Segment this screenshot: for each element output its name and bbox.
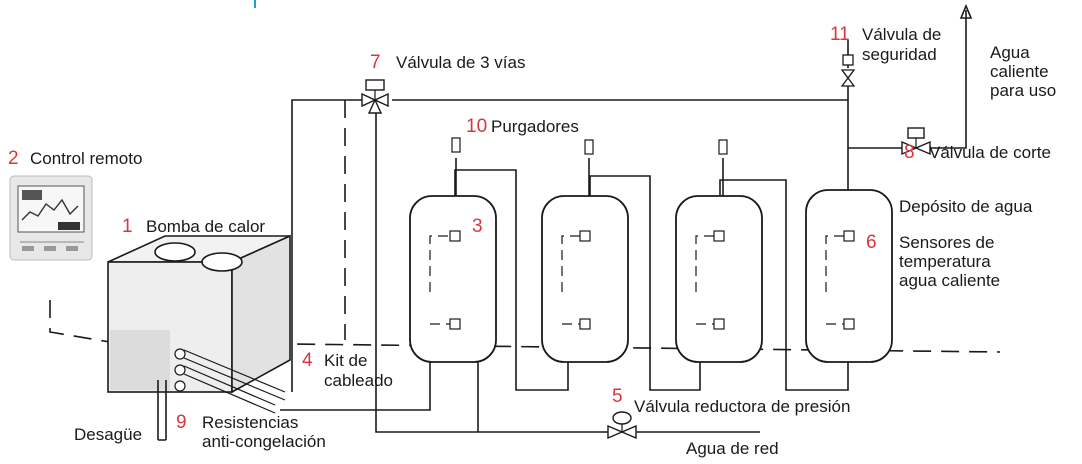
drain-label: Desagüe [74,425,142,444]
purgers-number: 10 [466,116,487,137]
air-purgers [451,137,728,155]
shutoff-valve-symbol [901,127,931,156]
heaters-label-line1: Resistencias [202,413,298,432]
shutoff-valve-number: 8 [904,142,915,163]
safety-valve-label-line2: seguridad [862,45,937,64]
water-tank-label: Depósito de agua [899,197,1033,216]
pressure-reducing-valve-symbol [607,411,637,440]
heaters-number: 9 [176,412,187,433]
mains-water-label: Agua de red [686,439,779,458]
wiring-kit-label-line1: Kit de [324,351,367,370]
hot-water-pipes [291,3,973,392]
remote-control-number: 2 [8,148,19,169]
sensors-label-line1: Sensores de [899,233,994,252]
sensors-number: 6 [866,232,877,253]
remote-control [9,175,93,261]
hot-water-label-line3: para uso [990,81,1056,100]
labels: 2 Control remoto 1 Bomba de calor 3 4 Ki… [8,24,1056,458]
heat-pump-label: Bomba de calor [146,217,265,236]
heat-pump [107,234,291,441]
sensors-label-line2: temperatura [899,252,991,271]
safety-valve-number: 11 [830,24,850,45]
tank-number-3: 3 [472,216,483,237]
heaters-label-line2: anti-congelación [202,432,326,451]
sensors-label-line3: agua caliente [899,271,1000,290]
hot-water-label-line2: caliente [990,62,1049,81]
remote-control-label: Control remoto [30,149,142,168]
shutoff-valve-label: Válvula de corte [929,143,1051,162]
tank-connection-pipes [454,158,849,391]
safety-valve-label-line1: Válvula de [862,25,941,44]
pressure-valve-label: Válvula reductora de presión [634,397,850,416]
safety-valve-symbol [840,54,856,87]
hot-water-label-line1: Agua [990,43,1030,62]
three-way-valve-number: 7 [370,52,381,73]
three-way-valve-label: Válvula de 3 vías [396,53,525,72]
three-way-valve-symbol [361,79,389,114]
pressure-valve-number: 5 [612,386,623,407]
mains-water-pipes [280,112,760,433]
water-tanks [409,189,893,363]
heat-pump-number: 1 [122,216,133,237]
wiring-kit-number: 4 [302,350,313,371]
wiring-kit-label-line2: cableado [324,371,393,390]
temperature-sensors [429,230,855,330]
purgers-label: Purgadores [491,117,579,136]
